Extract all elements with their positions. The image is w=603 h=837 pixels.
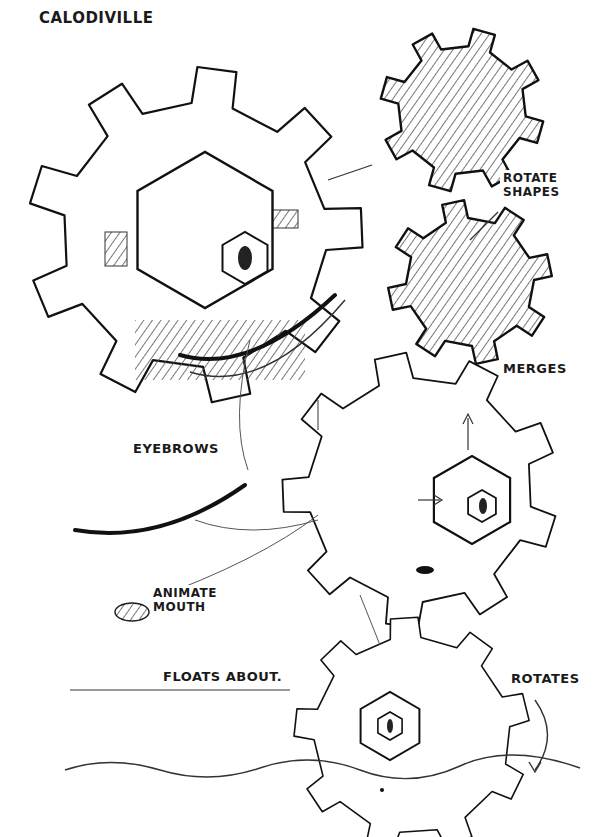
motion-line [70,689,290,690]
annotation-note: MERGES [500,360,570,378]
leader-line [470,212,498,240]
bolt-mark [479,498,487,514]
small-hexagon [378,712,402,740]
small-hexagon [468,490,496,522]
leader-line [318,400,319,430]
gear-outline [30,67,363,402]
leader-line [328,165,372,180]
wave-line [65,755,580,779]
mouth-sample [115,603,149,621]
hatched-area [135,320,305,380]
bolt-mark [387,719,393,733]
annotation-note: ROTATES [508,670,583,688]
annotation-note: ANIMATE MOUTH [150,585,246,616]
small-hexagon [223,232,268,284]
leader-line [360,595,380,645]
mouth-mark [416,566,434,574]
annotation-note: FLOATS ABOUT. [160,668,285,686]
bolt-mark [238,246,252,270]
leader-line [239,340,250,470]
gear-outline [381,29,543,191]
annotation-note: ROTATE SHAPES [500,170,598,201]
mouth-curve [180,295,335,359]
arrow-line [418,499,440,500]
sketch-title: CALODIVILLE [36,8,156,28]
mouth-dot [380,788,384,792]
hatched-block [270,210,298,228]
hexagon [361,692,420,760]
gear-outline [294,617,529,837]
gear-outline [282,353,555,628]
rotate-arrow [535,700,548,770]
eyebrow-stroke [75,485,245,533]
arrow-line [467,418,468,450]
hexagon [138,152,273,308]
hatched-block [105,232,127,266]
gear-outline [388,200,552,364]
mouth-curve [190,300,345,376]
hexagon [434,456,510,544]
annotation-note: EYEBROWS [130,440,222,458]
